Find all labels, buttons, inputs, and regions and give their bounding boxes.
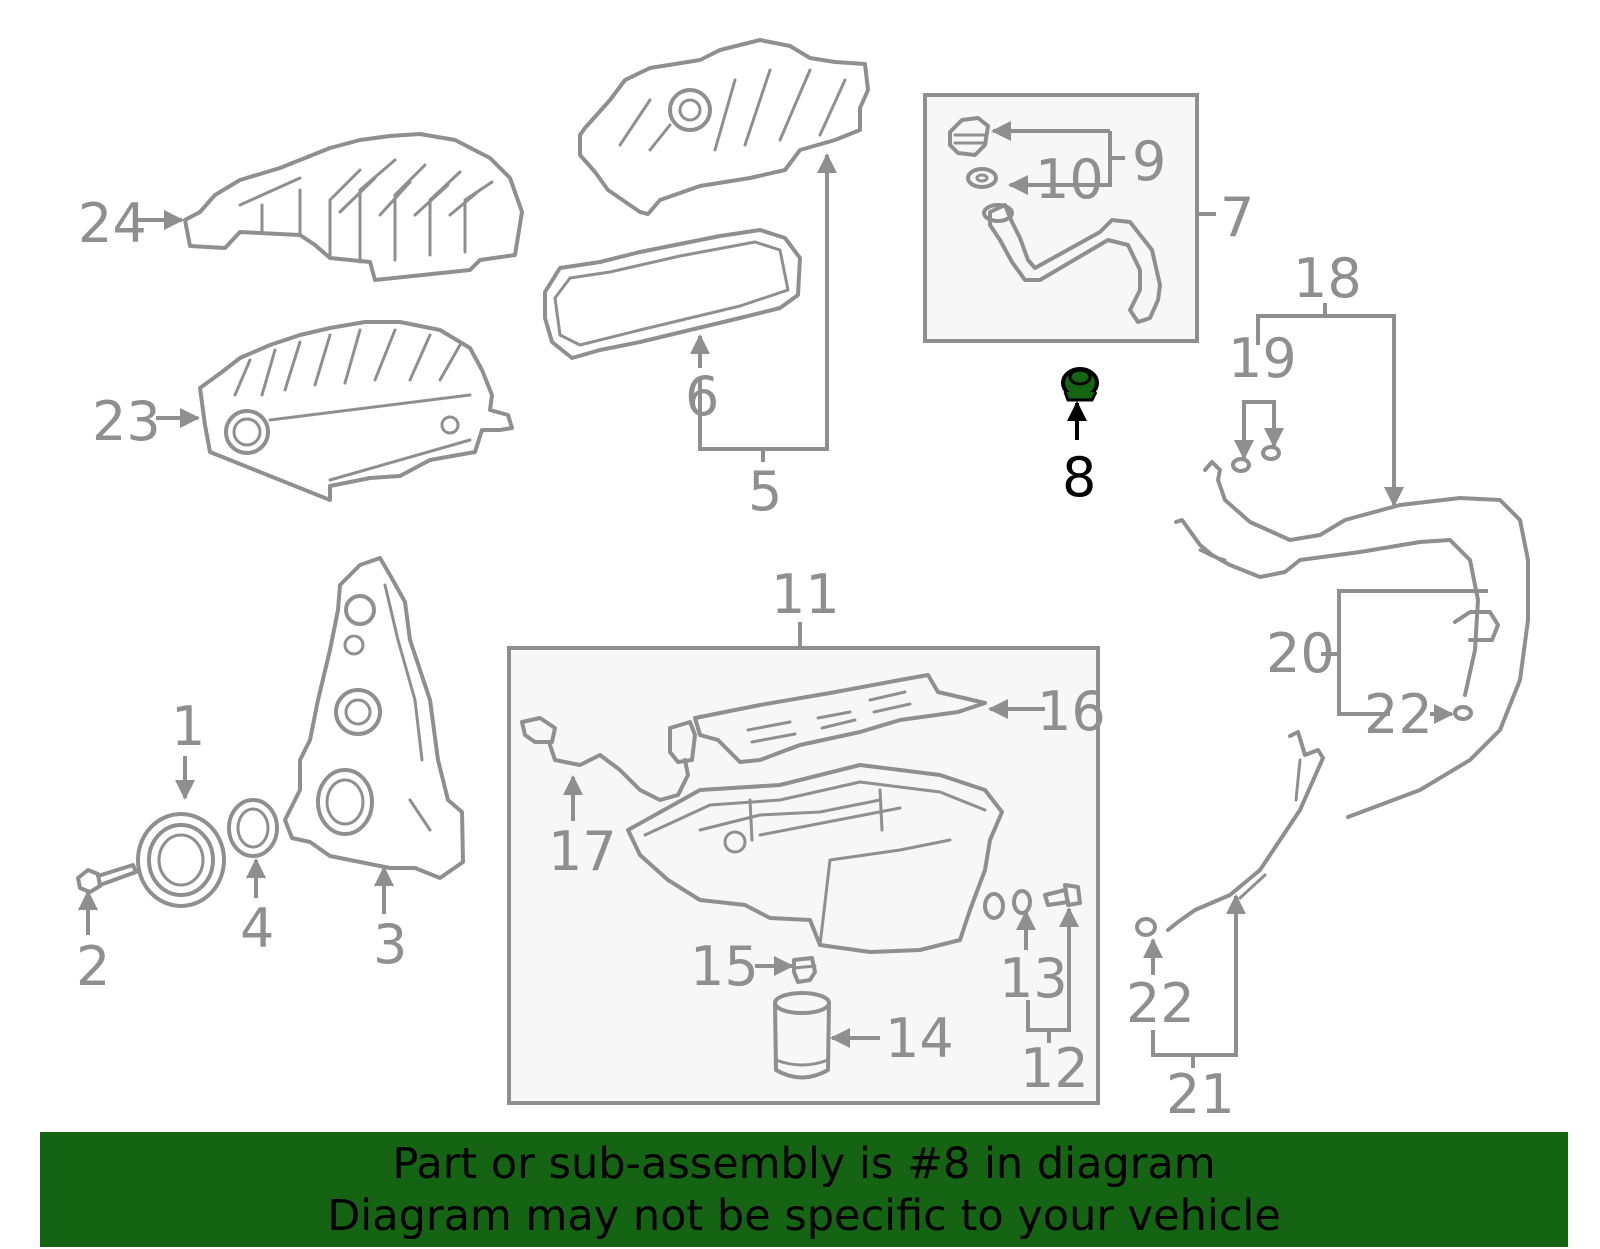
oil-filter [773,991,831,1080]
info-banner: Part or sub-assembly is #8 in diagram Di… [40,1132,1568,1247]
banner-line-1: Part or sub-assembly is #8 in diagram [392,1138,1216,1189]
callout-9: 9 [1132,130,1166,193]
callout-22-upper: 22 [1364,683,1433,746]
callout-18: 18 [1293,247,1362,310]
callout-7: 7 [1220,186,1254,249]
front-crank-seal [227,798,279,858]
valve-cover-gasket [543,228,802,360]
engine-front-cover [283,556,465,880]
oil-level-sensor [520,716,697,802]
callout-5: 5 [748,460,782,523]
callout-19: 19 [1228,327,1297,390]
callout-20: 20 [1266,622,1335,685]
callout-10: 10 [1035,148,1104,211]
banner-line-2: Diagram may not be specific to your vehi… [327,1190,1281,1241]
callout-3: 3 [373,913,407,976]
callout-16: 16 [1037,680,1106,743]
oil-filler-cap [948,116,990,157]
oil-filler-tube [982,203,1162,324]
oil-pan-assembly-box [507,646,1100,1105]
drain-plug-washers [983,883,1082,920]
oil-pan [626,763,1004,954]
callout-22-lower: 22 [1126,972,1195,1035]
callout-17: 17 [548,820,617,883]
callout-13: 13 [999,947,1068,1010]
oil-pan-baffle [693,673,987,764]
callout-14: 14 [885,1007,954,1070]
callout-1: 1 [171,695,205,758]
crankcase-vent-hoses [1174,445,1530,819]
callout-24: 24 [78,192,147,255]
dipstick-tube [1135,730,1325,937]
callout-12: 12 [1020,1037,1089,1100]
lower-intake-manifold [198,320,514,502]
upper-intake-manifold [183,132,524,282]
valve-cover [578,38,870,216]
callout-23: 23 [92,390,161,453]
highlighted-part-8-plug [1061,367,1099,402]
callout-4: 4 [240,897,274,960]
balancer-bolt [76,863,138,894]
filter-adapter-fitting [792,956,817,984]
filler-seal [966,167,998,189]
callout-2: 2 [76,935,110,998]
callout-6: 6 [685,365,719,428]
crankshaft-balancer [136,812,226,908]
callout-15: 15 [690,935,759,998]
callout-8: 8 [1062,446,1096,509]
callout-11: 11 [771,563,840,626]
callout-21: 21 [1166,1063,1235,1126]
